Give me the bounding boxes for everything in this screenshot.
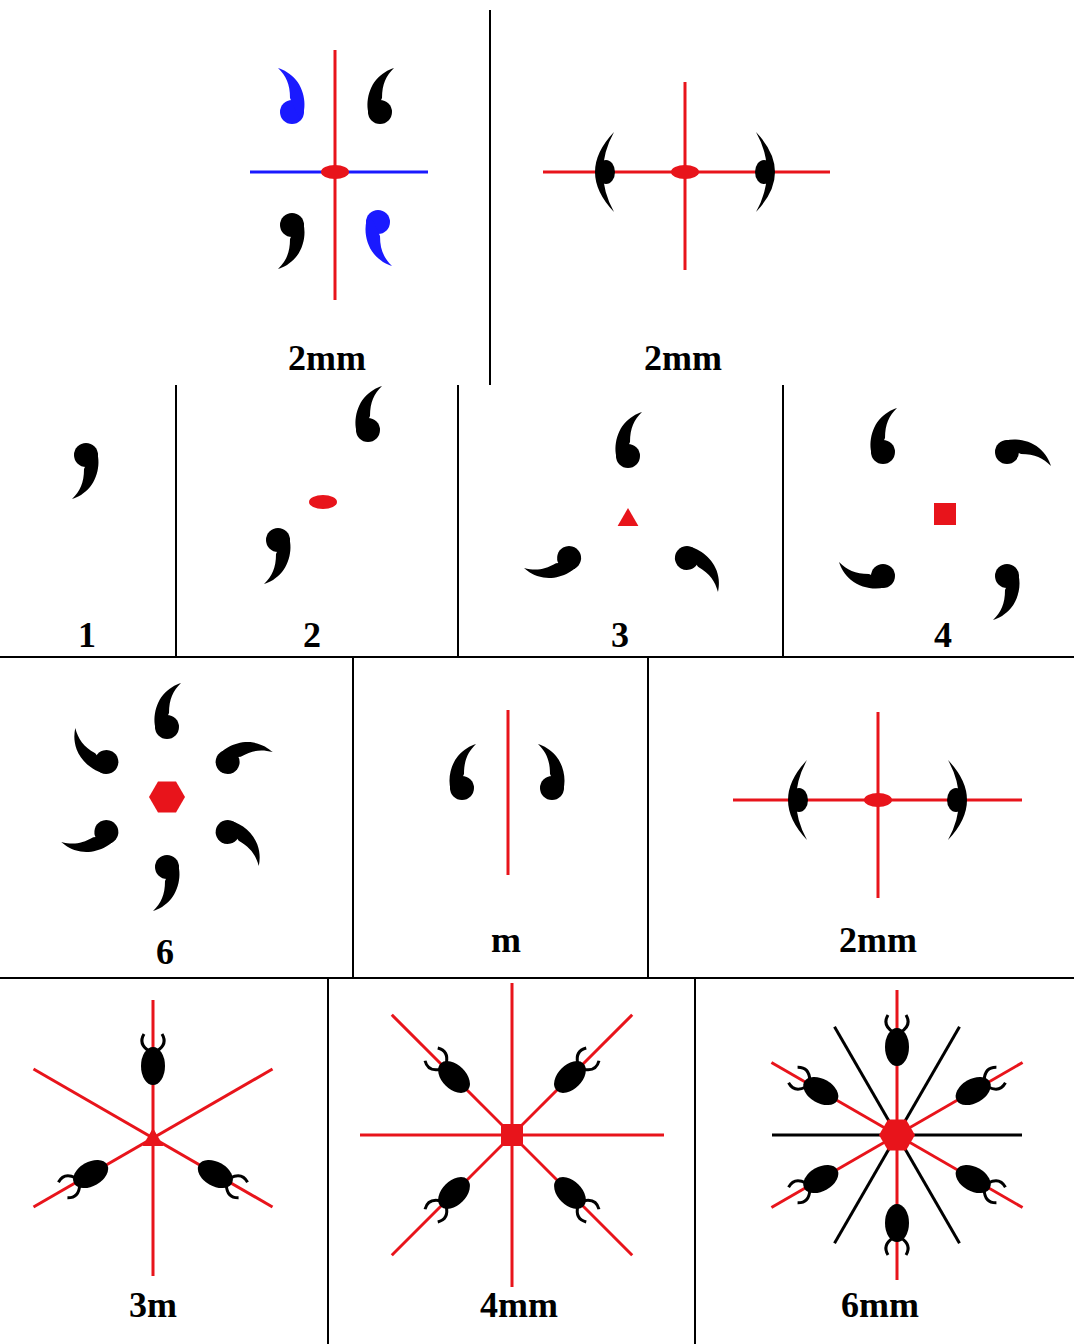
rotation-axis bbox=[143, 1128, 164, 1146]
comma-motif bbox=[365, 210, 392, 266]
motif bbox=[885, 1204, 909, 1255]
motif bbox=[787, 1159, 843, 1205]
comma-motif bbox=[595, 132, 614, 212]
symmetry-elements bbox=[33, 50, 1022, 1287]
mirror-line bbox=[33, 1069, 272, 1207]
point-group-label: 6 bbox=[156, 934, 174, 970]
motifs bbox=[57, 68, 1051, 1255]
rotation-axis bbox=[149, 781, 185, 812]
mirror-line bbox=[507, 710, 510, 875]
comma-motif bbox=[839, 562, 895, 589]
motif bbox=[423, 1046, 476, 1099]
twofold-axis bbox=[671, 165, 699, 179]
comma-motif bbox=[538, 744, 565, 800]
point-group-label: 4 bbox=[934, 617, 952, 653]
motif bbox=[193, 1154, 249, 1200]
mirror-line bbox=[33, 1069, 272, 1207]
motif bbox=[951, 1065, 1007, 1111]
comma-motif bbox=[62, 728, 124, 779]
comma-motif bbox=[154, 683, 181, 739]
point-group-label: m bbox=[491, 922, 521, 958]
motif bbox=[951, 1159, 1007, 1205]
comma-motif bbox=[210, 815, 272, 866]
comma-motif bbox=[355, 386, 382, 442]
motif bbox=[423, 1171, 476, 1224]
point-group-label: 2mm bbox=[839, 922, 917, 958]
comma-motif bbox=[995, 439, 1051, 466]
comma-motif bbox=[278, 68, 305, 124]
motif bbox=[141, 1034, 165, 1085]
point-group-label: 6mm bbox=[841, 1287, 919, 1323]
point-group-label: 2mm bbox=[288, 340, 366, 376]
point-group-label: 2mm bbox=[644, 340, 722, 376]
comma-motif bbox=[993, 564, 1020, 620]
point-group-label: 4mm bbox=[480, 1287, 558, 1323]
rotation-axis bbox=[501, 1124, 523, 1146]
twofold-axis bbox=[309, 495, 337, 509]
comma-motif bbox=[790, 788, 808, 812]
mirror-line bbox=[771, 1063, 1022, 1208]
comma-motif bbox=[788, 760, 807, 840]
panel-frame bbox=[0, 10, 1074, 1344]
comma-motif bbox=[72, 443, 99, 499]
comma-motif bbox=[755, 160, 773, 184]
comma-motif bbox=[278, 213, 305, 269]
mirror-line bbox=[392, 1015, 632, 1255]
comma-motif bbox=[597, 160, 615, 184]
twofold-axis bbox=[864, 793, 892, 807]
comma-motif bbox=[264, 528, 291, 584]
motif bbox=[885, 1015, 909, 1066]
comma-motif bbox=[947, 788, 965, 812]
comma-motif bbox=[449, 744, 476, 800]
point-group-label: 3m bbox=[129, 1287, 177, 1323]
comma-motif bbox=[870, 408, 897, 464]
comma-motif bbox=[61, 814, 123, 865]
motif bbox=[548, 1171, 601, 1224]
rotation-axis bbox=[618, 508, 639, 526]
comma-motif bbox=[615, 412, 642, 468]
motif bbox=[548, 1046, 601, 1099]
comma-motif bbox=[756, 132, 775, 212]
point-group-label: 1 bbox=[78, 617, 96, 653]
rotation-axis bbox=[934, 503, 956, 525]
comma-motif bbox=[153, 855, 180, 911]
comma-motif bbox=[367, 68, 394, 124]
comma-motif bbox=[669, 541, 731, 592]
comma-motif bbox=[211, 729, 273, 780]
point-group-label: 2 bbox=[303, 617, 321, 653]
motif bbox=[57, 1154, 113, 1200]
comma-motif bbox=[948, 760, 967, 840]
rotation-axis bbox=[879, 1119, 915, 1150]
motif bbox=[787, 1065, 843, 1111]
twofold-axis bbox=[321, 165, 349, 179]
comma-motif bbox=[524, 540, 586, 591]
point-group-label: 3 bbox=[611, 617, 629, 653]
